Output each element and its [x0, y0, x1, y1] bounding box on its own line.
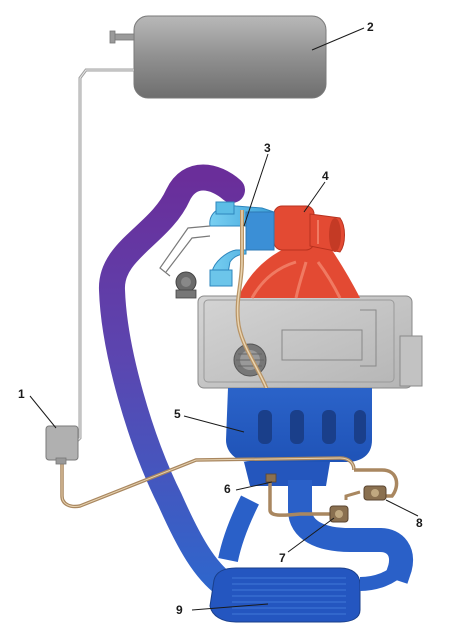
callout-7: 7: [279, 551, 286, 565]
leader-lines: [29, 27, 419, 611]
callout-4: 4: [322, 169, 329, 183]
callout-2: 2: [367, 20, 374, 34]
turbine-housing: [273, 205, 345, 253]
compressor-housing: [209, 201, 275, 287]
callout-9: 9: [176, 603, 183, 617]
intake-manifold: [226, 388, 372, 486]
charge-air-pipe: [288, 480, 413, 584]
callout-8: 8: [416, 516, 423, 530]
solenoid-valve-8: [363, 485, 387, 501]
callout-3: 3: [264, 141, 271, 155]
intake-air-duct: [99, 164, 245, 598]
engine-block: [197, 295, 423, 389]
solenoid-valve-7: [329, 505, 349, 523]
vacuum-line-valves: [354, 468, 399, 498]
wastegate-actuator: [159, 225, 211, 299]
hose-fitting-6: [265, 473, 277, 483]
intercooler: [209, 563, 406, 623]
vacuum-reservoir-tank: [109, 15, 327, 99]
exhaust-manifold: [238, 244, 360, 299]
callout-5: 5: [174, 407, 181, 421]
callout-1: 1: [18, 387, 25, 401]
callout-6: 6: [224, 482, 231, 496]
pressure-sensor: [45, 425, 79, 465]
